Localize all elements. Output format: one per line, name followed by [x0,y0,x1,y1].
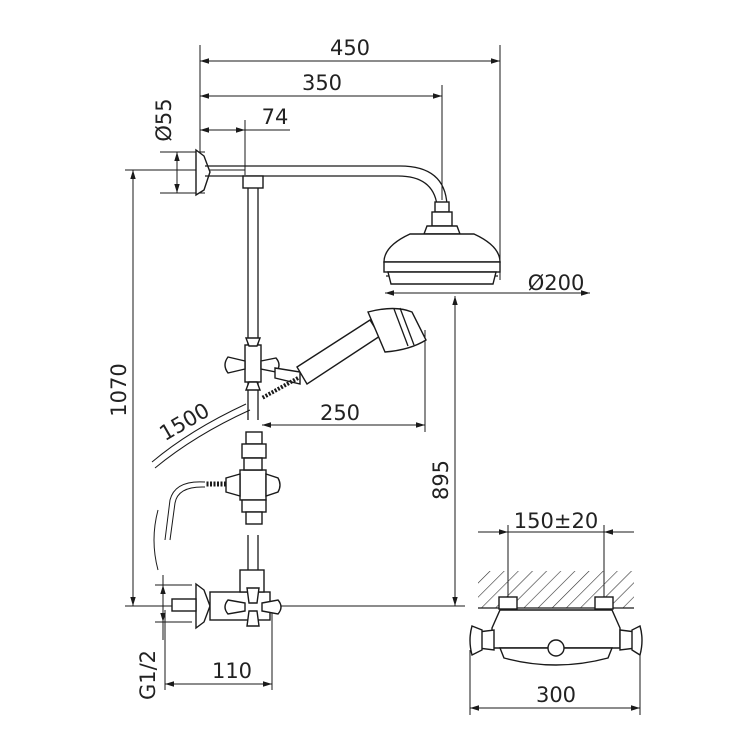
hand-shower [296,307,427,385]
dim-arm-reach: 350 [302,71,342,95]
dim-hose-length: 1500 [155,398,213,446]
dim-inlet-spacing: 150±20 [514,509,598,533]
diverter-body [205,431,281,525]
slider-bracket [224,337,301,391]
dim-head-diameter: Ø200 [528,271,585,295]
dim-total-height: 1070 [107,363,131,416]
hose-upper [151,376,299,469]
dim-wall-to-riser: 74 [262,105,289,129]
dim-mixer-depth: 110 [212,659,252,683]
dim-flange-diameter: Ø55 [152,98,176,141]
dim-inlet-thread: G1/2 [136,650,160,700]
dim-head-height: 895 [429,460,453,500]
mixer-side [171,569,282,630]
dim-overall-width: 450 [330,36,370,60]
dim-mixer-width: 300 [536,683,576,707]
wall-flange-upper [195,148,211,197]
hose-lower [153,481,206,571]
mixer-front [469,571,643,666]
lower-pipe [247,535,259,570]
dim-handshower-reach: 250 [320,401,360,425]
shower-arm [205,165,448,206]
shower-head [383,201,501,285]
